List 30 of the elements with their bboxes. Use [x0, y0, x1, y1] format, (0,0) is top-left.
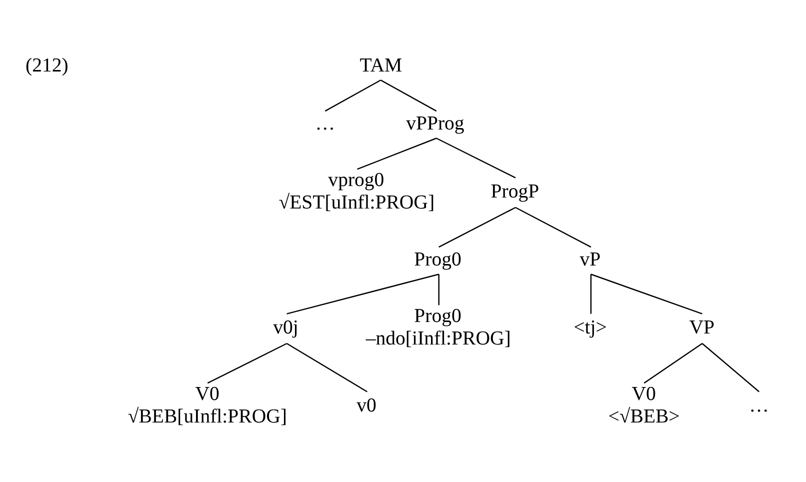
node-text: vPProg [406, 112, 464, 134]
connector [436, 137, 516, 178]
connector [438, 206, 516, 248]
node-text: v0j [273, 316, 298, 338]
connector [644, 342, 703, 384]
label: (212) [25, 54, 68, 76]
connector [590, 274, 592, 314]
node-text: Prog0 –ndo[iInfl:PROG] [366, 304, 511, 349]
connector [515, 206, 592, 248]
connector [702, 342, 760, 392]
node-text: Prog0 [414, 248, 462, 270]
node-text: vprog0 √EST[uInfl:PROG] [278, 168, 435, 213]
connector [207, 342, 288, 384]
node-text: ProgP [490, 180, 540, 202]
connector [286, 273, 440, 314]
node-text: … [315, 112, 335, 134]
connector [438, 274, 440, 305]
node-text: vP [580, 248, 601, 270]
connector [590, 273, 702, 314]
node-text: TAM [360, 54, 402, 76]
node-text: V0 √BEB[uInfl:PROG] [128, 382, 287, 427]
node-text: <tj> [574, 316, 607, 338]
connector [380, 79, 437, 112]
node-text: VP [689, 316, 715, 338]
connector [286, 342, 368, 392]
connector [357, 137, 437, 170]
node-text: v0 [356, 394, 376, 416]
node-text: V0 <√BEB> [608, 382, 680, 427]
connector [324, 79, 382, 112]
node-text: … [749, 394, 769, 416]
